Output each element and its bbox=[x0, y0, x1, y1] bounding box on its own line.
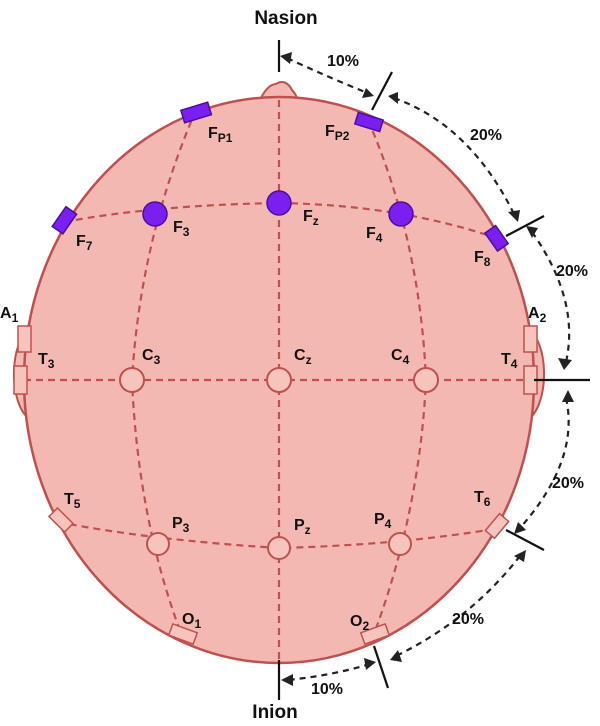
fp2-label: FP2 bbox=[325, 123, 350, 143]
t5-label: T5 bbox=[64, 491, 81, 511]
p3-label: P3 bbox=[172, 515, 190, 535]
t3-label: T3 bbox=[38, 351, 55, 371]
p4-electrode bbox=[388, 532, 412, 556]
pz-electrode bbox=[267, 536, 291, 560]
a2-label: A2 bbox=[528, 305, 547, 325]
t6-electrode bbox=[484, 512, 510, 540]
spacing-label-o2-inion: 10% bbox=[311, 681, 343, 698]
c3-label: C3 bbox=[142, 347, 161, 367]
f4-label: F4 bbox=[366, 225, 383, 245]
nasion-label: Nasion bbox=[254, 8, 317, 29]
t4-label: T4 bbox=[501, 351, 518, 371]
spacing-label-fp2-f8: 20% bbox=[470, 127, 502, 144]
fp1-electrode bbox=[179, 101, 213, 124]
o2-label: O2 bbox=[350, 613, 369, 633]
t6-label: T6 bbox=[474, 489, 491, 509]
f4-electrode bbox=[388, 201, 414, 227]
f3-electrode bbox=[142, 201, 168, 227]
fz-electrode bbox=[266, 190, 292, 216]
fp2-electrode bbox=[353, 111, 385, 133]
pz-label: Pz bbox=[294, 517, 311, 537]
o2-electrode bbox=[359, 622, 391, 646]
f7-electrode bbox=[51, 205, 78, 235]
spacing-label-nasion-fp2: 10% bbox=[327, 53, 359, 70]
measurement-marks bbox=[277, 40, 590, 700]
a1-label: A1 bbox=[0, 305, 19, 325]
a1-electrode bbox=[17, 325, 32, 353]
f7-label: F7 bbox=[76, 233, 93, 253]
fz-label: Fz bbox=[303, 208, 319, 228]
o1-electrode bbox=[167, 622, 199, 646]
spacing-label-f8-t4: 20% bbox=[556, 263, 588, 280]
c4-electrode bbox=[413, 367, 439, 393]
frontal-electrodes bbox=[142, 190, 414, 227]
cz-electrode bbox=[266, 367, 292, 393]
central-parietal-electrodes bbox=[119, 367, 439, 560]
t3-electrode bbox=[13, 365, 28, 395]
cz-label: Cz bbox=[294, 347, 312, 367]
o1-label: O1 bbox=[182, 611, 201, 631]
spacing-arrows bbox=[280, 52, 574, 686]
p3-electrode bbox=[146, 532, 170, 556]
t5-electrode bbox=[47, 506, 75, 534]
f8-label: F8 bbox=[474, 249, 491, 269]
f3-label: F3 bbox=[173, 219, 190, 239]
peripheral-electrodes bbox=[13, 101, 538, 646]
c4-label: C4 bbox=[391, 347, 410, 367]
f8-electrode bbox=[483, 224, 510, 253]
spacing-label-t4-t6: 20% bbox=[552, 475, 584, 492]
inion-label: Inion bbox=[252, 702, 297, 723]
spacing-label-t6-o2: 20% bbox=[452, 611, 484, 628]
a2-electrode bbox=[523, 325, 538, 353]
c3-electrode bbox=[119, 367, 145, 393]
fp1-label: FP1 bbox=[208, 125, 233, 145]
p4-label: P4 bbox=[374, 511, 392, 531]
